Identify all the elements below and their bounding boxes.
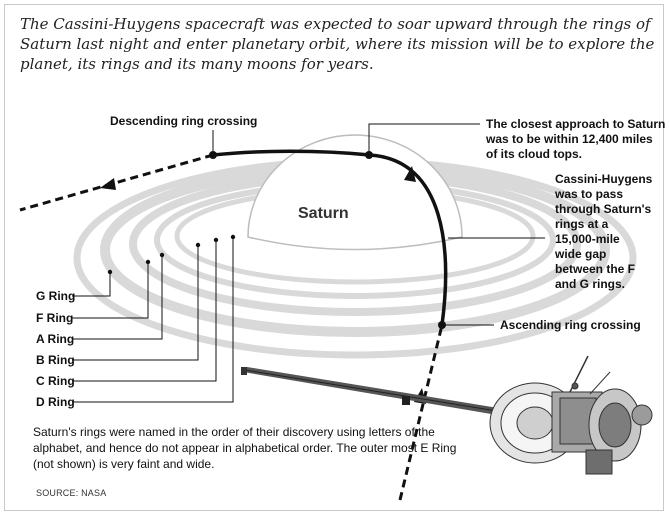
gap-label-line-3: through Saturn's [555, 202, 652, 216]
spacecraft-icon [489, 355, 653, 475]
trajectory-incoming [398, 324, 444, 501]
rings-note: Saturn's rings were named in the order o… [33, 425, 457, 471]
gap-label-line-4: rings at a [555, 217, 609, 231]
closest-approach-label-line-3: of its cloud tops. [486, 147, 582, 161]
source-credit: SOURCE: NASA [36, 488, 107, 498]
gap-label-line-8: and G rings. [555, 277, 626, 291]
intro-text: The Cassini-Huygens spacecraft was expec… [20, 15, 655, 73]
ring-label-b: B Ring [36, 353, 75, 367]
closest-approach-label-line-2: was to be within 12,400 miles [486, 132, 653, 146]
closest-approach-label-line-1: The closest approach to Saturn [486, 117, 666, 131]
descending-crossing-label: Descending ring crossing [110, 114, 258, 128]
gap-label-line-7: between the F [555, 262, 636, 276]
trajectory-outgoing [19, 153, 214, 212]
ring-label-c: C Ring [36, 374, 75, 388]
ring-label-f: F Ring [36, 311, 74, 325]
ascending-crossing-label: Ascending ring crossing [500, 318, 641, 332]
ring-label-d: D Ring [36, 395, 75, 409]
gap-label-line-6: wide gap [555, 247, 607, 261]
ring-leaders [72, 237, 234, 403]
gap-label-line-1: Cassini-Huygens [555, 172, 653, 186]
callout-lines [212, 123, 545, 326]
gap-label-line-2: was to pass [555, 187, 624, 201]
trajectory-arrow-left [100, 178, 116, 190]
ring-label-g: G Ring [36, 289, 76, 303]
gap-label-line-5: 15,000-mile [555, 232, 620, 246]
saturn-planet [247, 134, 463, 251]
ring-label-a: A Ring [36, 332, 75, 346]
trajectory-orbit [212, 149, 448, 326]
graphic-frame [4, 4, 664, 511]
trajectory-arrow-up [404, 166, 416, 182]
saturn-label: Saturn [298, 205, 349, 222]
